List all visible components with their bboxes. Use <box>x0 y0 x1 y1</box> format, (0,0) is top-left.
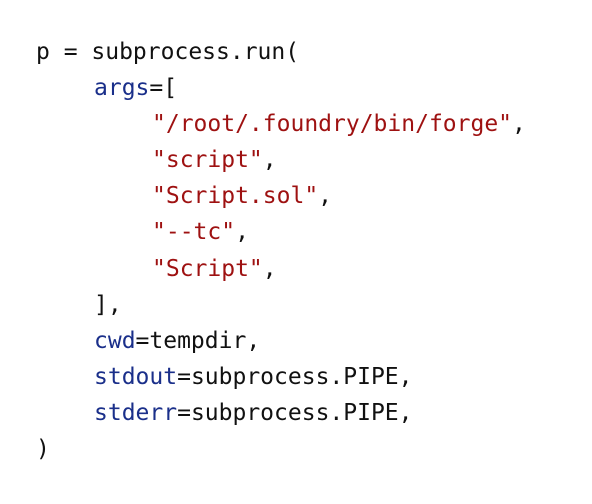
string-literal: "Script.sol" <box>152 183 319 210</box>
code-text: ], <box>94 291 122 318</box>
string-literal: "script" <box>152 147 263 174</box>
code-text: =[ <box>149 75 178 102</box>
code-line-4: "script", <box>36 142 526 178</box>
code-text: , <box>262 255 277 282</box>
code-text: , <box>512 111 526 138</box>
code-line-2: args=[ <box>36 70 526 106</box>
code-text: , <box>262 147 277 174</box>
code-text: ) <box>36 436 50 463</box>
code-line-6: "--tc", <box>36 214 526 250</box>
keyword-argument: stderr <box>94 399 178 426</box>
code-text: =tempdir, <box>135 327 261 354</box>
code-line-1: p = subprocess.run( <box>36 34 526 70</box>
code-line-9: cwd=tempdir, <box>36 323 526 359</box>
code-block: p = subprocess.run(args=["/root/.foundry… <box>36 34 526 467</box>
keyword-argument: cwd <box>94 327 136 354</box>
code-text: =subprocess.PIPE, <box>177 399 413 426</box>
code-text: =subprocess.PIPE, <box>177 363 413 390</box>
string-literal: "/root/.foundry/bin/forge" <box>152 111 513 138</box>
code-line-7: "Script", <box>36 251 526 287</box>
code-line-11: stderr=subprocess.PIPE, <box>36 395 526 431</box>
string-literal: "--tc" <box>152 219 236 246</box>
string-literal: "Script" <box>152 255 263 282</box>
code-line-10: stdout=subprocess.PIPE, <box>36 359 526 395</box>
code-text: , <box>235 219 249 246</box>
code-line-5: "Script.sol", <box>36 178 526 214</box>
code-line-12: ) <box>36 431 526 467</box>
code-line-8: ], <box>36 287 526 323</box>
code-text: p = subprocess.run( <box>36 39 300 65</box>
code-line-3: "/root/.foundry/bin/forge", <box>36 106 526 142</box>
keyword-argument: args <box>94 75 150 102</box>
code-text: , <box>318 183 333 210</box>
keyword-argument: stdout <box>94 363 178 390</box>
